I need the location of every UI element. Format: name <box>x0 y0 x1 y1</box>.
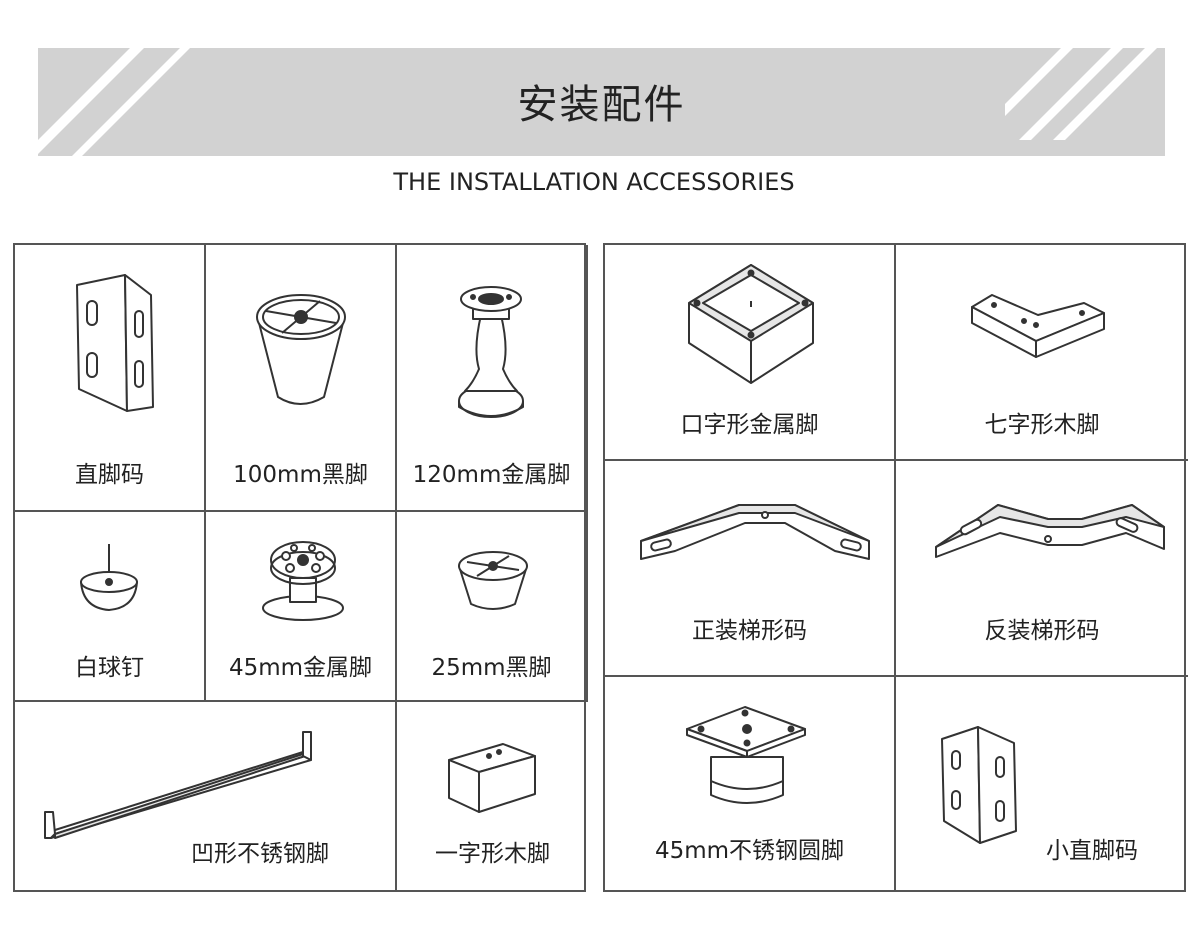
metal-pedestal-leg-icon <box>458 286 524 418</box>
accessory-cell: 七字形木脚 <box>896 245 1188 461</box>
short-black-foot-icon <box>458 551 528 610</box>
accessory-label: 正装梯形码 <box>692 618 807 644</box>
stripes-decoration-right <box>1005 48 1157 140</box>
u-shaped-steel-bar-icon <box>44 731 312 839</box>
l-shaped-wood-foot-icon <box>971 294 1105 358</box>
accessory-cell: 白球钉 <box>15 512 206 702</box>
accessory-cell: 25mm黑脚 <box>397 512 588 702</box>
accessory-label: 七字形木脚 <box>984 412 1100 438</box>
accessory-label: 小直脚码 <box>1046 838 1138 864</box>
round-steel-foot-icon <box>686 706 806 804</box>
trapezoid-bracket-up-icon <box>640 504 870 560</box>
wooden-block-foot-icon <box>448 743 536 813</box>
accessory-cell: 口字形金属脚 <box>605 245 896 461</box>
accessory-label: 白球钉 <box>75 655 144 681</box>
accessory-label: 口字形金属脚 <box>680 412 819 438</box>
small-corner-bracket-icon <box>941 726 1017 844</box>
trapezoid-bracket-down-icon <box>935 504 1165 558</box>
accessory-cell: 120mm金属脚 <box>397 245 588 512</box>
accessory-cell: 直脚码 <box>15 245 206 512</box>
accessory-label: 120mm金属脚 <box>412 462 571 488</box>
accessory-label: 25mm黑脚 <box>431 655 552 681</box>
accessory-label: 直脚码 <box>75 462 144 488</box>
stripes-decoration-left <box>38 48 190 156</box>
accessory-cell: 45mm不锈钢圆脚 <box>605 677 896 890</box>
accessory-label: 凹形不锈钢脚 <box>191 841 329 867</box>
accessory-cell: 小直脚码 <box>896 677 1188 890</box>
accessory-label: 45mm金属脚 <box>228 655 373 681</box>
accessory-cell: 45mm金属脚 <box>206 512 397 702</box>
accessory-cell: 凹形不锈钢脚 <box>15 702 397 890</box>
left-accessory-grid: 直脚码 100mm黑脚 120mm金属脚 <box>13 243 588 892</box>
page-title: 安装配件 <box>517 82 686 128</box>
right-accessory-grid: 口字形金属脚 七字形木脚 正装梯形码 <box>603 243 1188 892</box>
page-subtitle: THE INSTALLATION ACCESSORIES <box>393 168 795 196</box>
header-banner: 安装配件 <box>38 48 1165 156</box>
white-ball-nail-icon <box>80 544 138 611</box>
metal-button-foot-icon <box>262 541 344 621</box>
accessory-label: 100mm黑脚 <box>233 462 368 488</box>
square-metal-frame-icon <box>688 264 814 384</box>
accessory-cell: 100mm黑脚 <box>206 245 397 512</box>
accessory-label: 反装梯形码 <box>984 618 1100 644</box>
black-sofa-leg-icon <box>256 294 346 405</box>
accessory-cell: 反装梯形码 <box>896 461 1188 677</box>
accessory-label: 45mm不锈钢圆脚 <box>654 838 845 864</box>
accessory-cell: 正装梯形码 <box>605 461 896 677</box>
accessory-label: 一字形木脚 <box>435 841 550 867</box>
accessory-cell: 一字形木脚 <box>397 702 588 890</box>
straight-corner-bracket-icon <box>76 274 154 412</box>
